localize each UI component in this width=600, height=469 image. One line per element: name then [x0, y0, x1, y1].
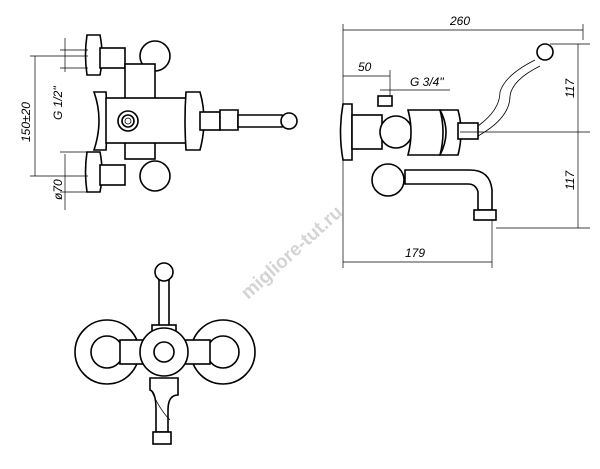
inlet-offset-label: 50 [358, 60, 372, 74]
left-view: G 1/2" 150±20 ø70 [19, 34, 298, 210]
outlet-thread-label: G 3/4" [410, 75, 444, 89]
total-width-label: 260 [449, 14, 470, 28]
height-upper-label: 117 [563, 78, 577, 98]
right-view: 260 50 G 3/4" 117 117 179 [339, 14, 590, 268]
center-distance-label: 150±20 [19, 102, 33, 142]
inlet-thread-label: G 1/2" [51, 86, 65, 120]
flange-diameter-label: ø70 [51, 179, 65, 200]
height-lower-label: 117 [563, 170, 577, 190]
spout-reach-label: 179 [405, 246, 425, 260]
front-view [74, 262, 256, 445]
watermark: migliore-tut.ru [237, 202, 347, 304]
